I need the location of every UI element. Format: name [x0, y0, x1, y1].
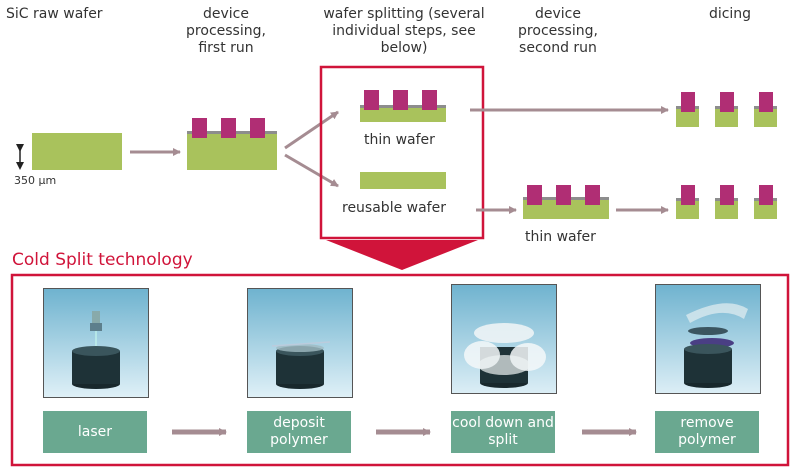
photo-deposit-polymer [247, 288, 353, 398]
cold-split-frame [10, 273, 790, 467]
reusable-wafer [360, 172, 446, 189]
diced-chips-bottom [676, 185, 777, 219]
raw-wafer [32, 133, 122, 170]
splitting-pointer-triangle [326, 240, 478, 270]
step-box-remove-polymer: remove polymer [655, 411, 759, 453]
thin-wafer-label-bottom: thin wafer [525, 229, 596, 245]
diced-chips-top [676, 92, 777, 127]
header-device-processing-first: device processing, first run [186, 6, 266, 56]
thin-wafer-label-top: thin wafer [364, 132, 435, 148]
photo-cool-down-split [451, 284, 557, 394]
processed-wafer-first [187, 118, 277, 170]
step-box-deposit-polymer: deposit polymer [247, 411, 351, 453]
step-box-cool-down-split: cool down and split [451, 411, 555, 453]
arrow-to-thin-wafer [284, 110, 339, 150]
thin-wafer-top [360, 90, 446, 122]
header-raw-wafer: SiC raw wafer [6, 6, 103, 22]
arrow-to-reusable-wafer [284, 153, 339, 188]
photo-laser [43, 288, 149, 398]
header-wafer-splitting: wafer splitting (several individual step… [323, 6, 485, 56]
photo-remove-polymer [655, 284, 761, 394]
header-dicing: dicing [708, 6, 752, 22]
thickness-label: 350 µm [14, 174, 57, 187]
cold-split-title: Cold Split technology [12, 250, 193, 270]
splitting-highlight-frame [319, 65, 485, 240]
reusable-wafer-label: reusable wafer [342, 200, 446, 216]
step-box-laser: laser [43, 411, 147, 453]
header-device-processing-second: device processing, second run [518, 6, 598, 56]
processed-wafer-second [523, 185, 609, 219]
